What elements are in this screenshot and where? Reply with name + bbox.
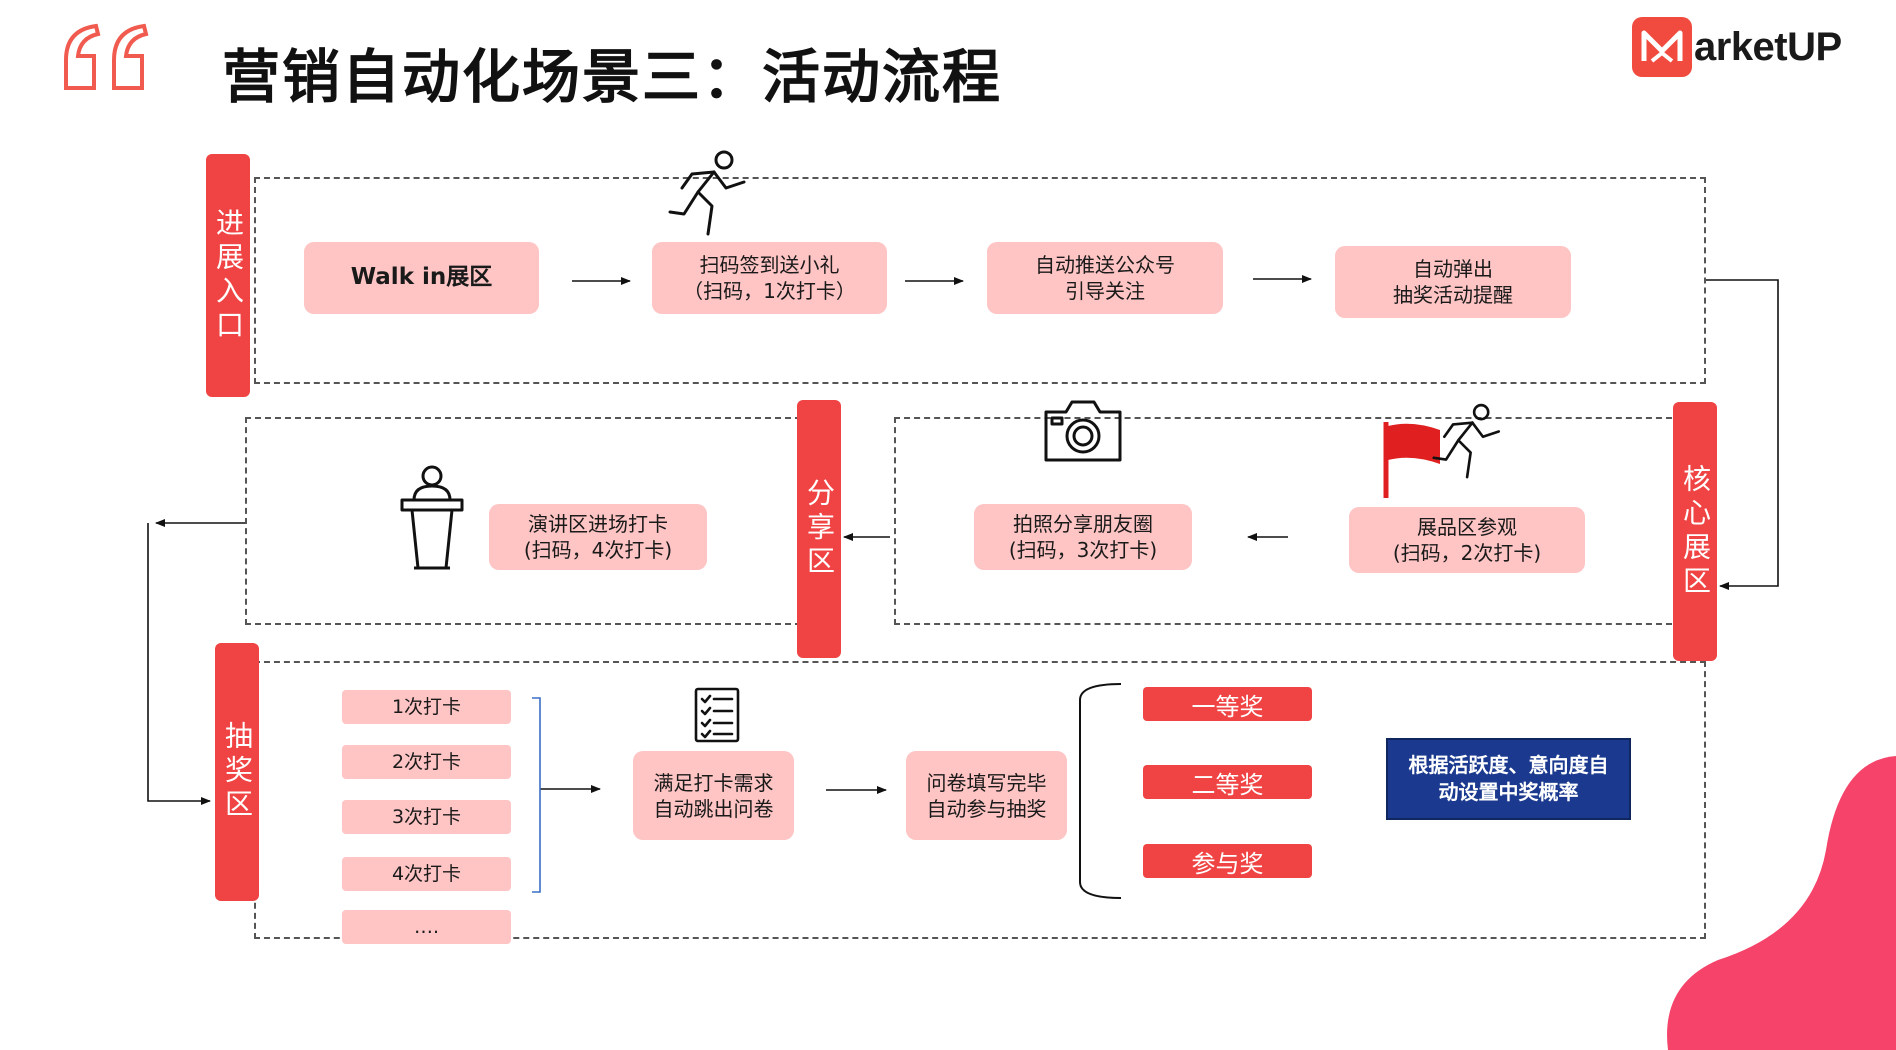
step-line: 演讲区进场打卡 xyxy=(528,512,668,536)
step-line: 抽奖活动提醒 xyxy=(1393,283,1513,307)
checkin-item: 1次打卡 xyxy=(342,690,511,724)
step-line: 满足打卡需求 xyxy=(653,770,774,795)
checkin-item: 4次打卡 xyxy=(342,857,511,891)
step-line: 扫码签到送小礼 xyxy=(699,253,840,277)
step-line: 拍照分享朋友圈 xyxy=(1013,512,1153,536)
step-scan-signin: 扫码签到送小礼 （扫码，1次打卡） xyxy=(652,242,887,314)
step-line: 自动参与抽奖 xyxy=(926,796,1047,821)
podium-icon xyxy=(400,465,464,570)
checkin-item: 2次打卡 xyxy=(342,745,511,779)
page-title: 营销自动化场景三：活动流程 xyxy=(222,43,1003,111)
logo-text: arketUP xyxy=(1694,24,1842,69)
prize-first: 一等奖 xyxy=(1143,687,1312,721)
checkin-item: …. xyxy=(342,910,511,944)
quote-icon xyxy=(64,23,149,90)
step-line: （扫码，1次打卡） xyxy=(683,279,856,303)
step-survey-done: 问卷填写完毕 自动参与抽奖 xyxy=(906,751,1067,840)
flag-icon xyxy=(1383,422,1440,498)
step-push-account: 自动推送公众号 引导关注 xyxy=(987,242,1223,314)
step-line: 引导关注 xyxy=(1065,279,1145,303)
step-walk-in: Walk in展区 xyxy=(304,242,539,314)
section-label-entrance: 进展入口 xyxy=(206,154,250,397)
step-exhibit-visit: 展品区参观 (扫码，2次打卡) xyxy=(1349,507,1585,573)
brand-logo: arketUP xyxy=(1632,16,1842,78)
section-label-lottery: 抽奖区 xyxy=(215,643,259,901)
runner-icon xyxy=(668,150,746,236)
section-label-share: 分享区 xyxy=(797,400,841,658)
step-line: Walk in展区 xyxy=(350,264,493,291)
logo-m-icon xyxy=(1632,17,1692,77)
camera-icon xyxy=(1044,400,1122,462)
checklist-icon xyxy=(694,687,740,743)
arrow-connector xyxy=(147,523,211,805)
step-lottery-reminder: 自动弹出 抽奖活动提醒 xyxy=(1335,246,1571,318)
step-speech-checkin: 演讲区进场打卡 (扫码，4次打卡) xyxy=(489,504,707,570)
prize-second: 二等奖 xyxy=(1143,765,1312,799)
step-line: (扫码，4次打卡) xyxy=(523,538,673,562)
step-line: 自动弹出 xyxy=(1413,257,1493,281)
step-line: 问卷填写完毕 xyxy=(926,770,1047,795)
runner-icon xyxy=(1432,403,1501,479)
step-line: 展品区参观 xyxy=(1417,515,1517,539)
step-line: (扫码，2次打卡) xyxy=(1392,541,1542,565)
step-line: 自动推送公众号 xyxy=(1035,253,1175,277)
probability-note: 根据活跃度、意向度自动设置中奖概率 xyxy=(1386,738,1631,820)
prize-participation: 参与奖 xyxy=(1143,844,1312,878)
section-label-core: 核心展区 xyxy=(1673,402,1717,661)
entrance-zone xyxy=(254,177,1706,384)
step-photo-share: 拍照分享朋友圈 (扫码，3次打卡) xyxy=(974,504,1192,570)
step-survey-popup: 满足打卡需求 自动跳出问卷 xyxy=(633,751,794,840)
step-line: (扫码，3次打卡) xyxy=(1008,538,1158,562)
checkin-item: 3次打卡 xyxy=(342,800,511,834)
step-line: 自动跳出问卷 xyxy=(653,796,774,821)
